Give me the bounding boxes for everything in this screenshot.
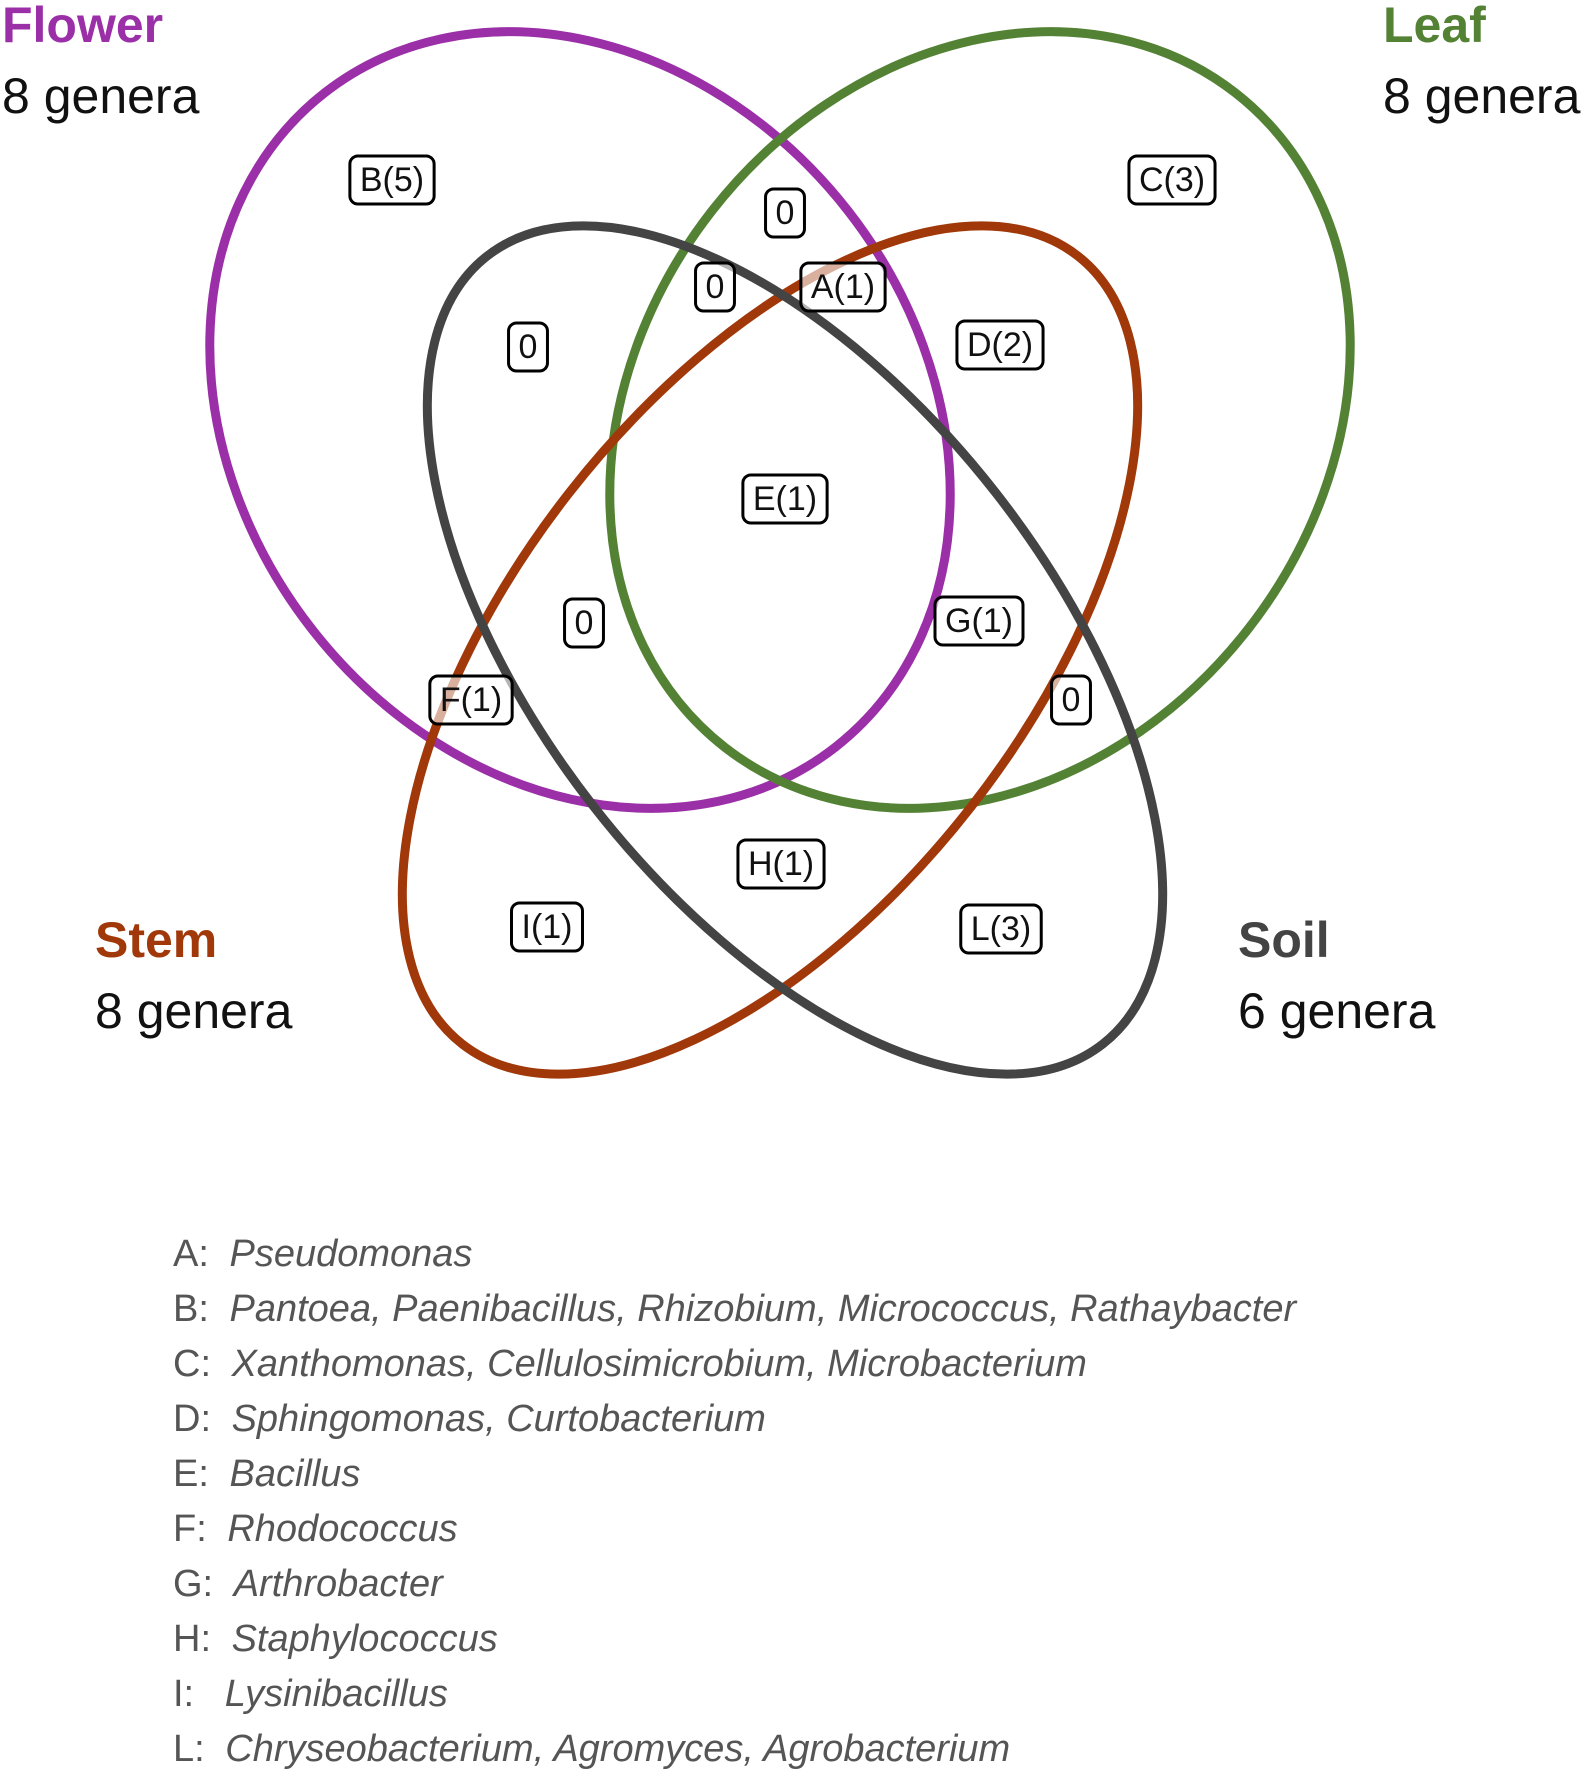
legend-taxa: Chryseobacterium, Agromyces, Agrobacteri… (225, 1728, 1010, 1770)
legend-key: G: (173, 1563, 213, 1605)
legend-row-l: L: Chryseobacterium, Agromyces, Agrobact… (173, 1728, 1010, 1770)
legend-taxa: Xanthomonas, Cellulosimicrobium, Microba… (231, 1343, 1087, 1385)
legend-key: F: (173, 1508, 207, 1550)
region-label-a: A(1) (799, 261, 887, 313)
region-label-f: F(1) (428, 674, 514, 726)
legend-row-d: D: Sphingomonas, Curtobacterium (173, 1398, 766, 1440)
legend-row-e: E: Bacillus (173, 1453, 360, 1495)
legend-row-b: B: Pantoea, Paenibacillus, Rhizobium, Mi… (173, 1288, 1297, 1330)
legend-row-f: F: Rhodococcus (173, 1508, 458, 1550)
legend-row-h: H: Staphylococcus (173, 1618, 498, 1660)
svg-text:H(1): H(1) (748, 845, 814, 883)
region-label-left: 0 (507, 321, 549, 373)
region-label-g: G(1) (933, 595, 1025, 647)
region-label-c: C(3) (1127, 154, 1217, 206)
svg-text:0: 0 (1062, 681, 1081, 719)
legend-taxa: Lysinibacillus (225, 1673, 448, 1715)
legend-taxa: Rhodococcus (227, 1508, 457, 1550)
svg-text:I(1): I(1) (522, 908, 573, 946)
legend-taxa: Staphylococcus (232, 1618, 498, 1660)
svg-text:0: 0 (706, 268, 725, 306)
legend-key: E: (173, 1453, 209, 1495)
legend-taxa: Pseudomonas (229, 1233, 472, 1275)
svg-text:B(5): B(5) (360, 161, 424, 199)
legend-taxa: Sphingomonas, Curtobacterium (232, 1398, 766, 1440)
region-label-right: 0 (1050, 674, 1092, 726)
svg-text:E(1): E(1) (753, 480, 817, 518)
region-label-lower-left: 0 (563, 597, 605, 649)
svg-text:G(1): G(1) (945, 602, 1013, 640)
legend-taxa: Arthrobacter (232, 1563, 444, 1605)
legend-key: L: (173, 1728, 205, 1770)
leaf-ellipse (605, 27, 1355, 813)
stem-ellipse (397, 221, 1143, 1079)
legend-row-c: C: Xanthomonas, Cellulosimicrobium, Micr… (173, 1343, 1087, 1385)
leaf-set-count: 8 genera (1383, 68, 1581, 124)
soil-ellipse (422, 221, 1168, 1079)
legend-row-g: G: Arthrobacter (173, 1563, 444, 1605)
legend-key: H: (173, 1618, 211, 1660)
legend-key: C: (173, 1343, 211, 1385)
region-label-d: D(2) (955, 319, 1045, 371)
region-label-i: I(1) (510, 901, 584, 953)
region-label-e: E(1) (741, 473, 829, 525)
svg-text:C(3): C(3) (1139, 161, 1205, 199)
region-label-top: 0 (764, 187, 806, 239)
flower-set-count: 8 genera (2, 68, 200, 124)
legend-key: B: (173, 1288, 209, 1330)
region-label-upper-left: 0 (694, 261, 736, 313)
svg-text:0: 0 (575, 604, 594, 642)
legend-taxa: Bacillus (229, 1453, 360, 1495)
legend-key: I: (173, 1673, 194, 1715)
legend: A: Pseudomonas B: Pantoea, Paenibacillus… (173, 1233, 1297, 1770)
soil-set-name: Soil (1238, 912, 1330, 968)
svg-text:0: 0 (519, 328, 538, 366)
svg-text:0: 0 (776, 194, 795, 232)
region-label-b: B(5) (348, 154, 436, 206)
region-label-l: L(3) (959, 903, 1043, 955)
region-label-h: H(1) (736, 838, 826, 890)
legend-taxa: Pantoea, Paenibacillus, Rhizobium, Micro… (229, 1288, 1297, 1330)
stem-set-count: 8 genera (95, 983, 293, 1039)
svg-text:L(3): L(3) (971, 910, 1031, 948)
leaf-set-name: Leaf (1383, 0, 1486, 53)
stem-set-name: Stem (95, 912, 217, 968)
svg-text:A(1): A(1) (811, 268, 875, 306)
flower-set-name: Flower (2, 0, 163, 53)
flower-ellipse (205, 27, 955, 813)
svg-text:D(2): D(2) (967, 326, 1033, 364)
legend-row-i: I: Lysinibacillus (173, 1673, 448, 1715)
legend-row-a: A: Pseudomonas (173, 1233, 472, 1275)
soil-set-count: 6 genera (1238, 983, 1436, 1039)
legend-key: D: (173, 1398, 211, 1440)
legend-key: A: (173, 1233, 209, 1275)
svg-text:F(1): F(1) (440, 681, 502, 719)
